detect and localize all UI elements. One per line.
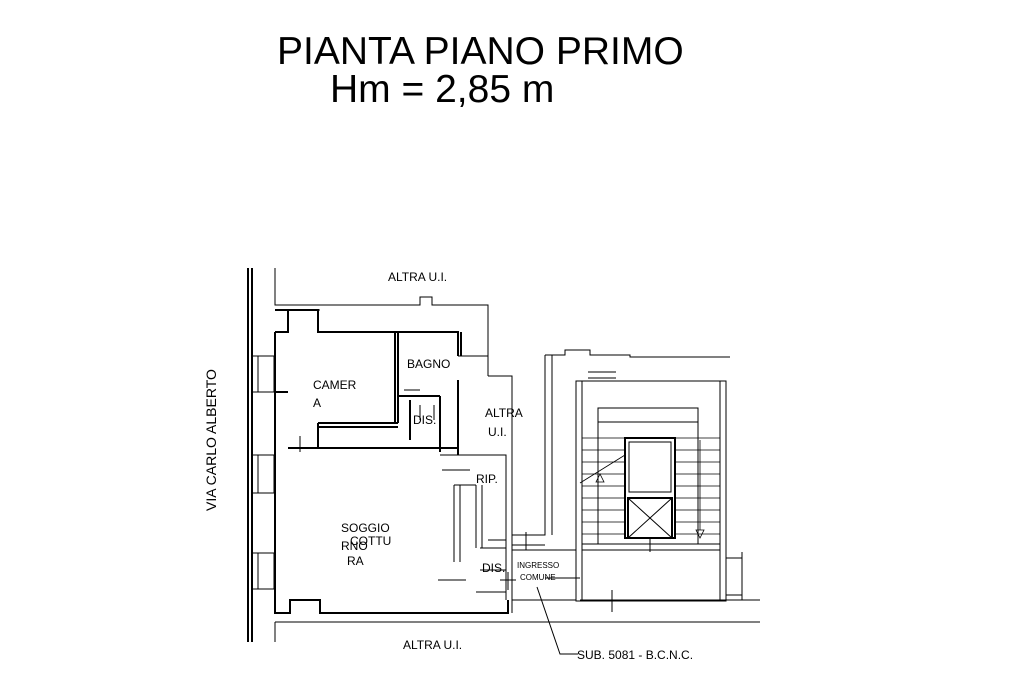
label-ingresso-2: COMUNE [520,573,556,582]
label-dis-1: DIS. [413,413,436,427]
apartment-walls [274,309,513,614]
bottom-wall [274,599,760,642]
label-sub: SUB. 5081 - B.C.N.C. [577,648,693,662]
sub-leader-line [536,586,578,655]
plan-height: Hm = 2,85 m [330,68,554,111]
label-altra-ui-2: U.I. [488,425,507,439]
street-wall [247,268,276,642]
label-altra-ui-top: ALTRA U.I. [388,270,447,284]
label-altra-ui-1: ALTRA [485,406,523,420]
other-unit-walls [488,349,730,536]
label-bagno: BAGNO [407,357,450,371]
common-entrance-walls [500,532,743,613]
label-soggiorno-1: SOGGIO [341,521,390,535]
label-dis-2: DIS. [482,561,505,575]
stairwell [575,371,727,602]
street-label: VIA CARLO ALBERTO [203,369,219,511]
label-camera-2: A [313,396,321,410]
label-camera-1: CAMER [313,378,357,392]
label-altra-ui-bottom: ALTRA U.I. [403,638,462,652]
label-rip: RIP. [476,472,498,486]
top-wall [274,296,489,376]
label-ingresso-1: INGRESSO [517,561,559,570]
plan-title: PIANTA PIANO PRIMO [277,30,684,73]
stair-treads [579,437,720,539]
label-soggiorno-2: RNO [341,539,368,553]
label-cottura-2: RA [347,554,364,568]
label-cottura-1: COTTU [350,534,391,548]
